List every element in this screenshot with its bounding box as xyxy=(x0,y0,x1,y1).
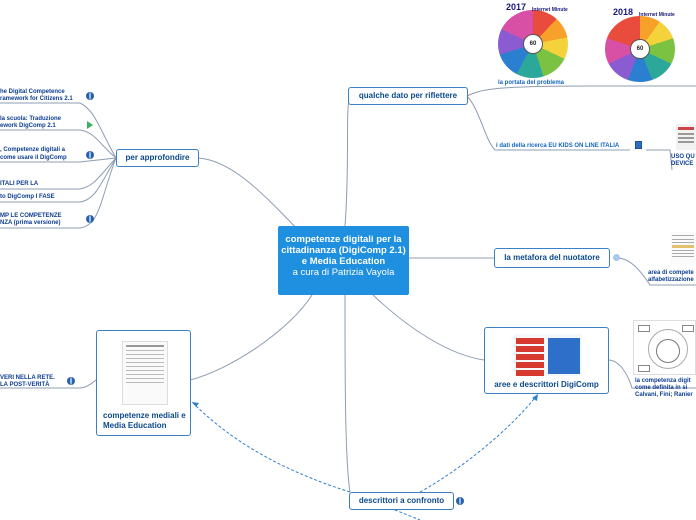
label-uso-1: USO QU xyxy=(671,154,695,160)
globe-icon[interactable] xyxy=(86,151,94,159)
left-item-3-line2[interactable]: come usare il DigComp xyxy=(0,155,67,161)
label-portata[interactable]: la portata del problema xyxy=(498,80,565,86)
infographic-2017-year: 2017 xyxy=(506,2,527,12)
mediali-table-image xyxy=(122,341,168,405)
left-item-6-line1[interactable]: MP LE COMPETENZE xyxy=(0,213,62,219)
globe-icon[interactable] xyxy=(86,215,94,223)
uso-thumbnail[interactable] xyxy=(676,124,696,150)
link-competenze-mediali xyxy=(189,294,313,381)
node-aree[interactable]: aree e descrittori DigiComp xyxy=(484,327,609,394)
label-eukids[interactable]: i dati della ricerca EU KIDS ON LINE ITA… xyxy=(496,143,620,149)
node-metafora[interactable]: la metafora del nuotatore xyxy=(494,248,610,268)
link-per-approfondire xyxy=(197,157,301,233)
link-left-1 xyxy=(0,102,117,159)
left-item-1-line1[interactable]: he Digital Competence xyxy=(0,89,65,95)
globe-icon[interactable] xyxy=(456,497,464,505)
reti-line1[interactable]: VERI NELLA RETE. xyxy=(0,375,55,381)
dashed-link-mediali xyxy=(191,401,351,493)
central-topic[interactable]: competenze digitali per la cittadinanza … xyxy=(278,226,409,295)
competenza-diagram-image[interactable] xyxy=(633,320,696,375)
infographic-2018[interactable]: 60 2018 Internet Minute xyxy=(603,6,678,82)
left-item-4-line1[interactable]: ITALI PER LA xyxy=(0,181,39,187)
link-portata xyxy=(466,85,591,97)
link-eukids xyxy=(466,95,630,151)
label-competenza-1: la competenza digit xyxy=(635,378,691,384)
node-per-approfondire[interactable]: per approfondire xyxy=(116,149,199,167)
metafora-connector[interactable] xyxy=(613,254,620,261)
infographic-2017[interactable]: 60 2017 Internet Minute xyxy=(496,2,571,78)
left-item-3-line1[interactable]: , Competenze digitali a xyxy=(0,147,66,153)
infographic-2018-hub: 60 xyxy=(630,39,650,59)
label-competenza-3: Calvani, Fini; Ranier xyxy=(635,392,693,398)
play-icon[interactable] xyxy=(87,121,93,129)
central-title: competenze digitali per la cittadinanza … xyxy=(281,234,406,267)
label-area-1: area di compete xyxy=(648,270,694,276)
reti-line2[interactable]: LA POST-VERITÀ xyxy=(0,382,50,388)
node-aree-label: aree e descrittori DigiComp xyxy=(494,380,599,389)
infographic-2018-year: 2018 xyxy=(613,7,634,17)
label-area-2: alfabetizzazione xyxy=(648,277,694,283)
node-descrittori[interactable]: descrittori a confronto xyxy=(349,492,454,510)
left-item-5-line1[interactable]: to DigComp I FASE xyxy=(0,194,55,200)
infographic-2017-hub: 60 xyxy=(523,34,543,54)
node-metafora-label: la metafora del nuotatore xyxy=(504,253,600,262)
node-qualche-dato[interactable]: qualche dato per riflettere xyxy=(348,87,468,105)
label-uso-2: DEVICE xyxy=(671,161,694,167)
left-item-1-line2[interactable]: ramework for Citizens 2.1 xyxy=(0,96,73,102)
node-competenze-mediali[interactable]: competenze mediali e Media Education xyxy=(96,330,191,436)
globe-icon[interactable] xyxy=(86,92,94,100)
link-qualche-dato xyxy=(344,95,351,227)
central-subtitle: a cura di Patrizia Vayola xyxy=(292,267,395,278)
infographic-2018-caption: Internet Minute xyxy=(639,12,675,18)
left-item-6-line2[interactable]: NZA (prima versione) xyxy=(0,220,61,226)
link-descrittori xyxy=(344,294,351,493)
document-icon[interactable] xyxy=(635,141,642,149)
node-per-approfondire-label: per approfondire xyxy=(125,153,190,162)
globe-icon[interactable] xyxy=(67,377,75,385)
node-qualche-dato-label: qualche dato per riflettere xyxy=(358,91,458,100)
node-competenze-mediali-label: competenze mediali e Media Education xyxy=(103,411,186,430)
infographic-2017-caption: Internet Minute xyxy=(532,7,568,13)
left-item-2-line1[interactable]: la scuola: Traduzione xyxy=(0,116,62,122)
label-competenza-2: come definita in si xyxy=(635,385,688,391)
area-thumbnail[interactable] xyxy=(670,232,696,264)
dashed-link-aree xyxy=(419,393,539,493)
link-aree xyxy=(372,294,485,361)
left-item-2-line2[interactable]: ework DigComp 2.1 xyxy=(0,123,56,129)
aree-table-image xyxy=(514,334,582,376)
node-descrittori-label: descrittori a confronto xyxy=(358,496,445,505)
